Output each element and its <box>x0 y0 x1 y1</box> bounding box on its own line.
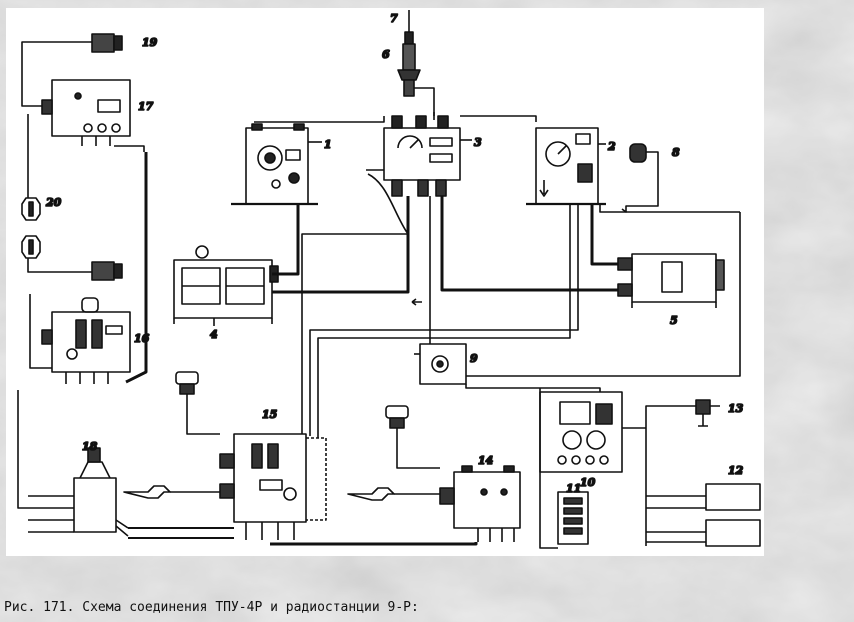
callout-1: 1 <box>324 138 332 151</box>
callout-14: 14 <box>478 454 493 467</box>
unit-18-relay <box>28 447 129 537</box>
main-switch-13 <box>645 399 720 546</box>
callout-4: 4 <box>210 328 218 341</box>
battery-12 <box>646 483 761 547</box>
antenna-base-6 <box>397 43 435 116</box>
unit-5-power-block <box>617 253 725 308</box>
callout-13: 13 <box>728 402 744 415</box>
callout-16: 16 <box>134 332 150 345</box>
headset-plug-14 <box>347 405 440 501</box>
callout-10: 10 <box>580 476 596 489</box>
plug-19 <box>21 33 123 107</box>
unit-17-tpu-box <box>41 79 131 146</box>
callout-19: 19 <box>142 36 158 49</box>
callout-5: 5 <box>670 314 678 327</box>
callout-15: 15 <box>262 408 277 421</box>
unit-1-receiver <box>231 123 318 206</box>
unit-9-switch <box>414 343 467 385</box>
unit-16-tpu-box <box>41 297 131 384</box>
figure-caption: Рис. 171. Схема соединения ТПУ-4Р и ради… <box>4 600 419 615</box>
wiring <box>17 112 741 549</box>
unit-11-fuse-block <box>557 491 589 545</box>
callout-9: 9 <box>470 352 478 365</box>
callout-7: 7 <box>390 12 398 25</box>
antenna-7 <box>404 10 414 45</box>
callout-8: 8 <box>672 146 680 159</box>
headset-8 <box>621 143 659 213</box>
callout-17: 17 <box>138 100 154 113</box>
callout-12: 12 <box>728 464 744 477</box>
connector-20 <box>21 114 123 281</box>
callout-2: 2 <box>607 140 616 153</box>
unit-10-control-panel <box>539 391 623 473</box>
diagram-plate: 1 2 3 4 5 6 7 8 9 10 11 12 13 14 15 16 1… <box>6 8 764 556</box>
wiring-diagram: 1 2 3 4 5 6 7 8 9 10 11 12 13 14 15 16 1… <box>17 10 761 549</box>
callout-labels: 1 2 3 4 5 6 7 8 9 10 11 12 13 14 15 16 1… <box>44 11 744 496</box>
callout-11: 11 <box>566 482 581 495</box>
callout-20: 20 <box>45 196 62 209</box>
headset-plug-15 <box>123 371 220 499</box>
unit-4-power-block <box>173 245 279 324</box>
callout-6: 6 <box>382 48 390 61</box>
callout-18: 18 <box>82 440 98 453</box>
unit-2-transmitter <box>526 127 606 206</box>
callout-3: 3 <box>474 136 482 149</box>
unit-15-tpu-box <box>219 433 327 540</box>
unit-14-tpu-box <box>439 465 521 542</box>
